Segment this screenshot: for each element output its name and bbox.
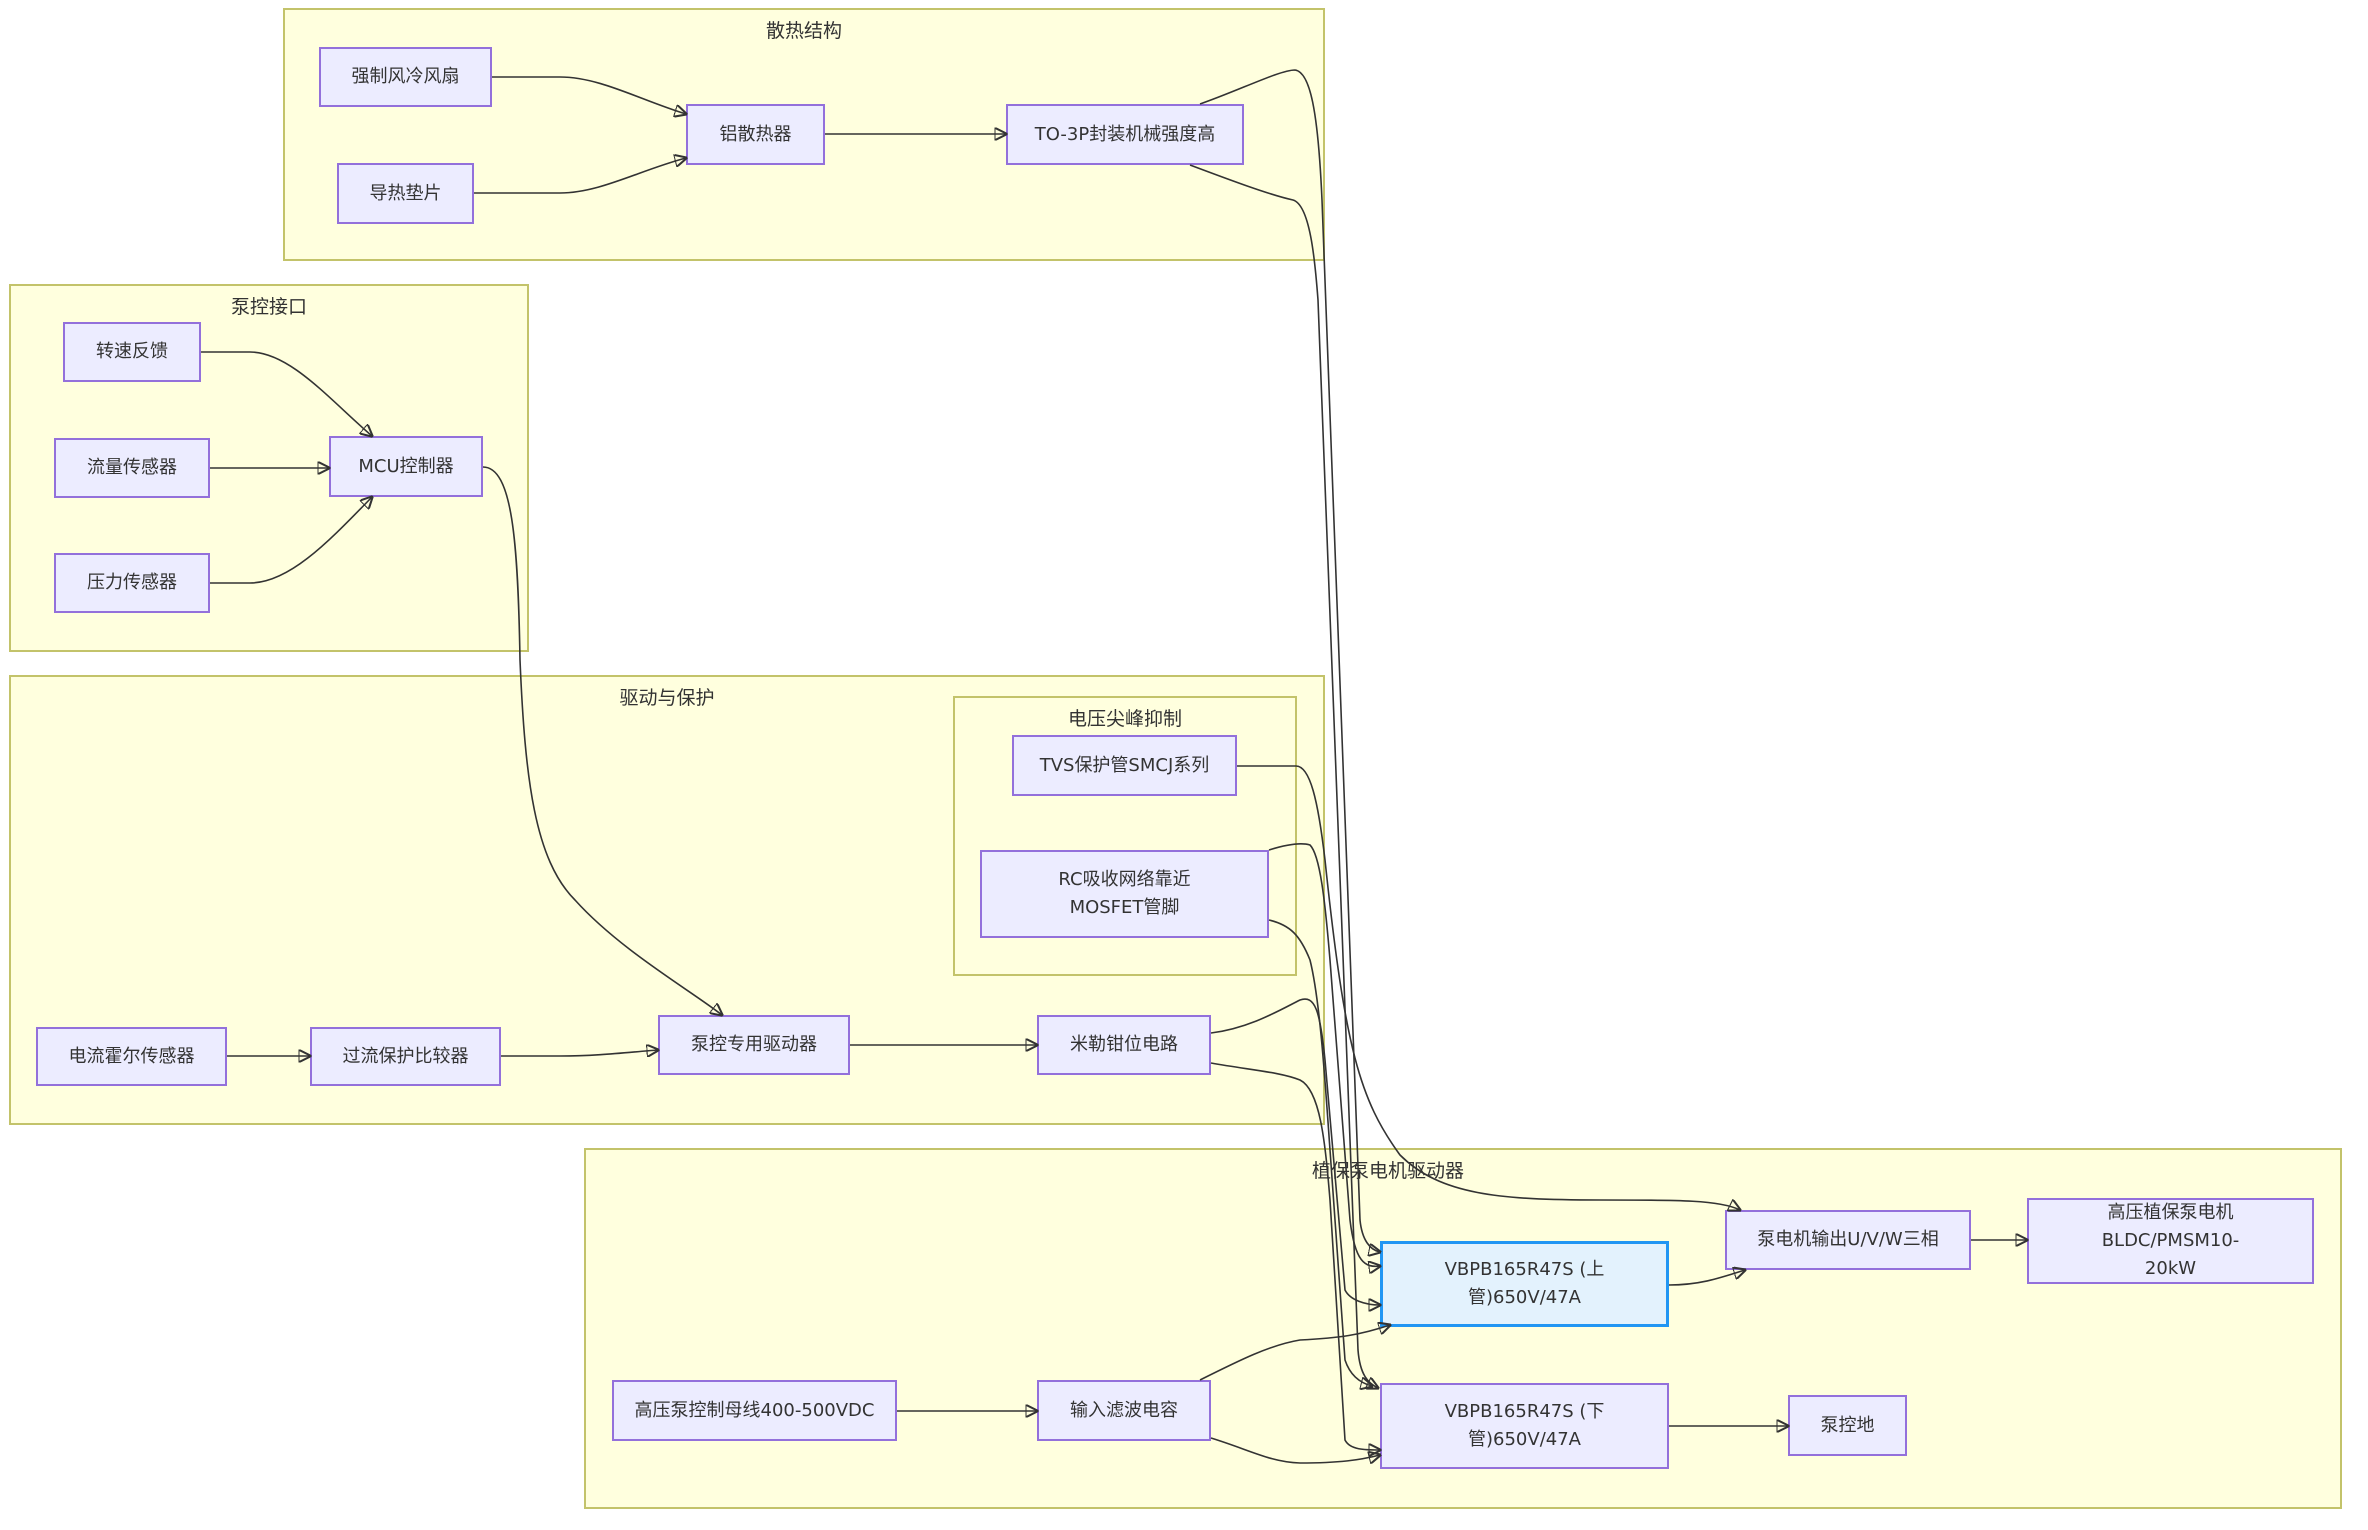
node-mosfet-low-side[interactable]: VBPB165R47S (下管)650V/47A xyxy=(1380,1383,1669,1469)
node-flow-sensor[interactable]: 流量传感器 xyxy=(54,438,210,498)
node-mcu[interactable]: MCU控制器 xyxy=(329,436,483,497)
node-hall-sensor[interactable]: 电流霍尔传感器 xyxy=(36,1027,227,1086)
node-to3p-package[interactable]: TO-3P封装机械强度高 xyxy=(1006,104,1244,165)
node-speed-feedback[interactable]: 转速反馈 xyxy=(63,322,201,382)
node-miller-clamp[interactable]: 米勒钳位电路 xyxy=(1037,1015,1211,1075)
node-heatsink[interactable]: 铝散热器 xyxy=(686,104,825,165)
cluster-title: 电压尖峰抑制 xyxy=(1067,708,1182,730)
node-ground[interactable]: 泵控地 xyxy=(1788,1395,1907,1456)
node-pressure-sensor[interactable]: 压力传感器 xyxy=(54,553,210,613)
cluster-title: 散热结构 xyxy=(765,20,842,42)
node-ocp-comparator[interactable]: 过流保护比较器 xyxy=(310,1027,501,1086)
node-gate-driver[interactable]: 泵控专用驱动器 xyxy=(658,1015,850,1075)
node-uvw-output[interactable]: 泵电机输出U/V/W三相 xyxy=(1725,1210,1971,1270)
node-thermal-pad[interactable]: 导热垫片 xyxy=(337,163,474,224)
cluster-title: 植保泵电机驱动器 xyxy=(1311,1160,1464,1182)
node-rc-snubber[interactable]: RC吸收网络靠近MOSFET管脚 xyxy=(980,850,1269,938)
node-input-capacitor[interactable]: 输入滤波电容 xyxy=(1037,1380,1211,1441)
node-fan[interactable]: 强制风冷风扇 xyxy=(319,47,492,107)
node-mosfet-high-side[interactable]: VBPB165R47S (上管)650V/47A xyxy=(1380,1241,1669,1327)
node-hv-bus[interactable]: 高压泵控制母线400-500VDC xyxy=(612,1380,897,1441)
node-pump-motor[interactable]: 高压植保泵电机 BLDC/PMSM10-20kW xyxy=(2027,1198,2314,1284)
node-tvs[interactable]: TVS保护管SMCJ系列 xyxy=(1012,735,1237,796)
cluster-title: 泵控接口 xyxy=(230,296,307,318)
